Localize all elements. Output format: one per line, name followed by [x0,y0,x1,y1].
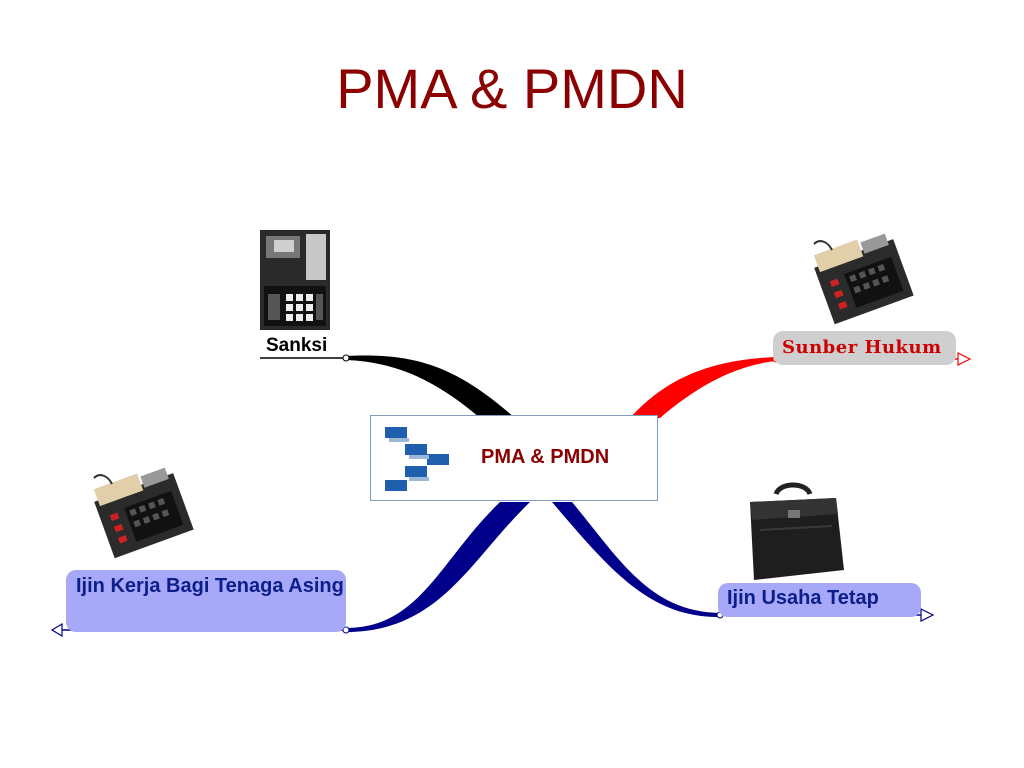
slide-title: PMA & PMDN [336,57,688,120]
node-label-ijin-kerja[interactable]: Ijin Kerja Bagi Tenaga Asing [76,575,344,597]
node-label-sunber-hukum[interactable]: Sunber Hukum [782,337,942,358]
branch-sanksi [260,354,515,418]
node-pill-sunber-hukum[interactable] [773,331,956,365]
flowchart-icon [385,427,449,491]
calculator-icon [93,467,194,559]
central-topic-label: PMA & PMDN [481,446,610,468]
cash-register-icon [260,230,330,330]
calculator-icon [813,233,914,325]
node-pill-ijin-kerja[interactable] [66,570,346,632]
central-topic[interactable]: PMA & PMDN [370,415,658,501]
node-label-ijin-usaha[interactable]: Ijin Usaha Tetap [727,587,879,609]
node-label-sanksi[interactable]: Sanksi [266,335,328,356]
node-pill-ijin-usaha[interactable] [718,583,921,617]
briefcase-icon [750,482,844,580]
